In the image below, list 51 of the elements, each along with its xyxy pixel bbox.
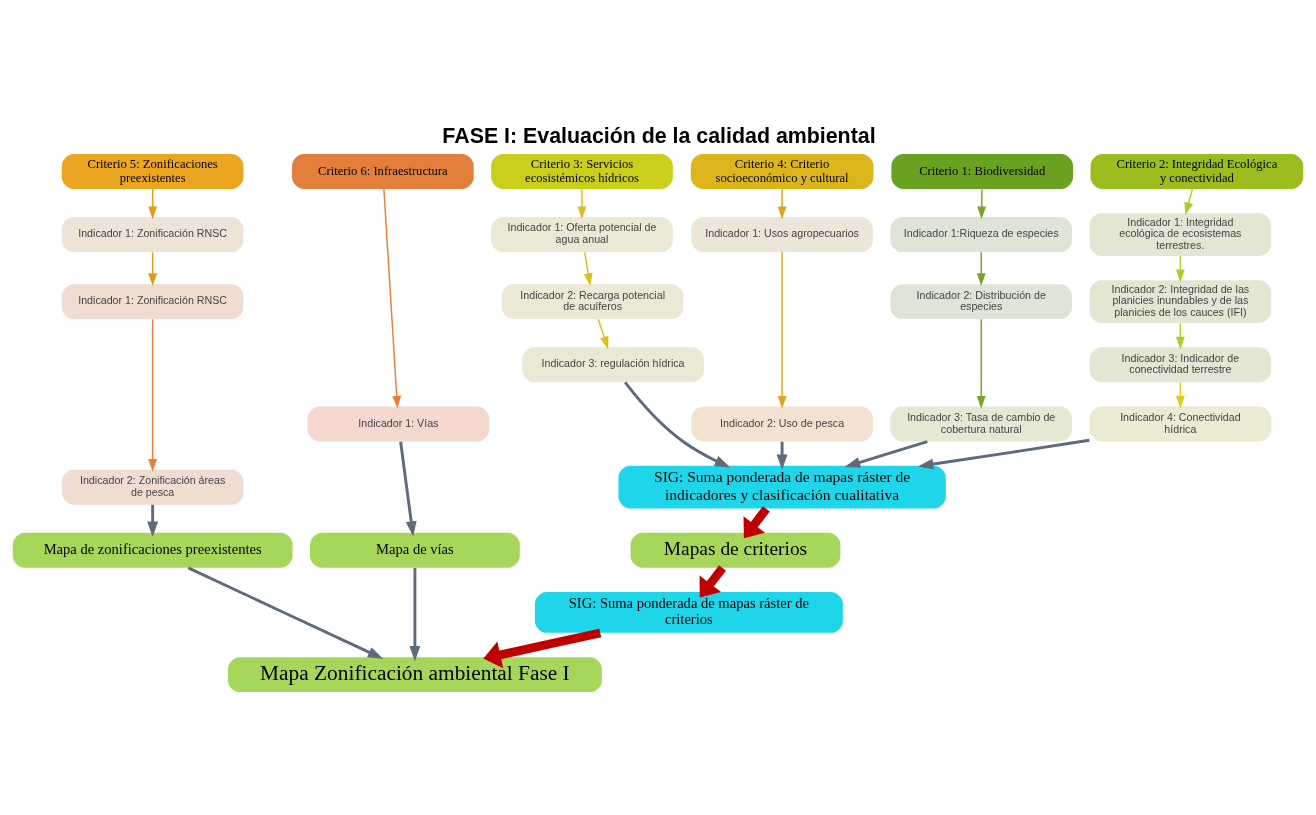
arrow	[409, 568, 421, 662]
arrow	[148, 251, 158, 286]
node-box: Indicador 2: Integridad de las planicies inundables y de las planicies de los cauces (IFI)	[1089, 280, 1272, 323]
arrow	[187, 566, 384, 659]
node-box: Mapas de criterios	[630, 532, 841, 568]
arrow	[583, 251, 593, 286]
node-box: Criterio 2: Integridad Ecológica y conectividad	[1090, 153, 1304, 189]
arrow	[147, 504, 159, 538]
arrow	[976, 251, 986, 286]
node-box: Indicador 4: Conectividad hídrica	[1089, 406, 1272, 442]
arrow	[977, 188, 987, 220]
node-box: Criterio 6: Infraestructura	[292, 153, 474, 189]
node-box: Indicador 3: regulación hídrica	[522, 347, 704, 383]
node-box: Indicador 3: Tasa de cambio de cobertura natural	[890, 406, 1073, 442]
node-box: Indicador 1: Zonificación RNSC	[61, 217, 244, 253]
node-box: Indicador 1: Oferta potencial de agua anual	[491, 217, 673, 253]
node-box: Indicador 1: Integridad ecológica de ecosistemas terrestres.	[1089, 213, 1272, 256]
node-box: Indicador 3: Indicador de conectividad terrestre	[1089, 347, 1272, 383]
arrow	[844, 440, 928, 468]
node-box: SIG: Suma ponderada de mapas ráster de indicadores y clasificación cualitativa	[618, 465, 946, 509]
node-box: Mapa de zonificaciones preexistentes	[12, 532, 293, 568]
node-box: Indicador 2: Recarga potencial de acuíferos	[501, 284, 684, 320]
node-box: Indicador 1: Usos agropecuarios	[691, 217, 873, 253]
node-box: Criterio 5: Zonificaciones preexistentes	[61, 153, 244, 189]
node-box: Indicador 1:Riqueza de especies	[890, 217, 1073, 253]
arrow	[777, 251, 787, 409]
arrow	[399, 441, 417, 537]
node-box: Indicador 2: Zonificación áreas de pesca	[61, 469, 244, 505]
node-box: Indicador 1: Vías	[307, 406, 490, 442]
node-box: Criterio 4: Criterio socioeconómico y cultural	[690, 153, 874, 189]
arrow	[699, 565, 726, 598]
arrow	[483, 628, 602, 669]
arrow	[597, 318, 609, 350]
node-box: Mapa de vías	[310, 532, 520, 568]
diagram-title: FASE I: Evaluación de la calidad ambiental	[442, 123, 876, 148]
node-box: SIG: Suma ponderada de mapas ráster de criterios	[534, 592, 843, 633]
arrow	[976, 318, 986, 409]
node-box: Indicador 1: Zonificación RNSC	[61, 284, 244, 320]
node-box: Indicador 2: Uso de pesca	[691, 406, 873, 442]
arrow	[148, 318, 158, 472]
node-box: Indicador 2: Distribución de especies	[890, 284, 1073, 320]
node-box: Criterio 3: Servicios ecosistémicos hídricos	[491, 153, 673, 189]
arrow	[383, 188, 402, 409]
arrow	[577, 188, 587, 220]
arrow	[917, 438, 1090, 470]
arrow	[624, 381, 731, 468]
arrow	[743, 506, 770, 539]
node-box: Criterio 1: Biodiversidad	[891, 153, 1073, 189]
node-box: Mapa Zonificación ambiental Fase I	[227, 657, 602, 693]
arrow	[1184, 188, 1194, 216]
arrow	[777, 188, 787, 220]
